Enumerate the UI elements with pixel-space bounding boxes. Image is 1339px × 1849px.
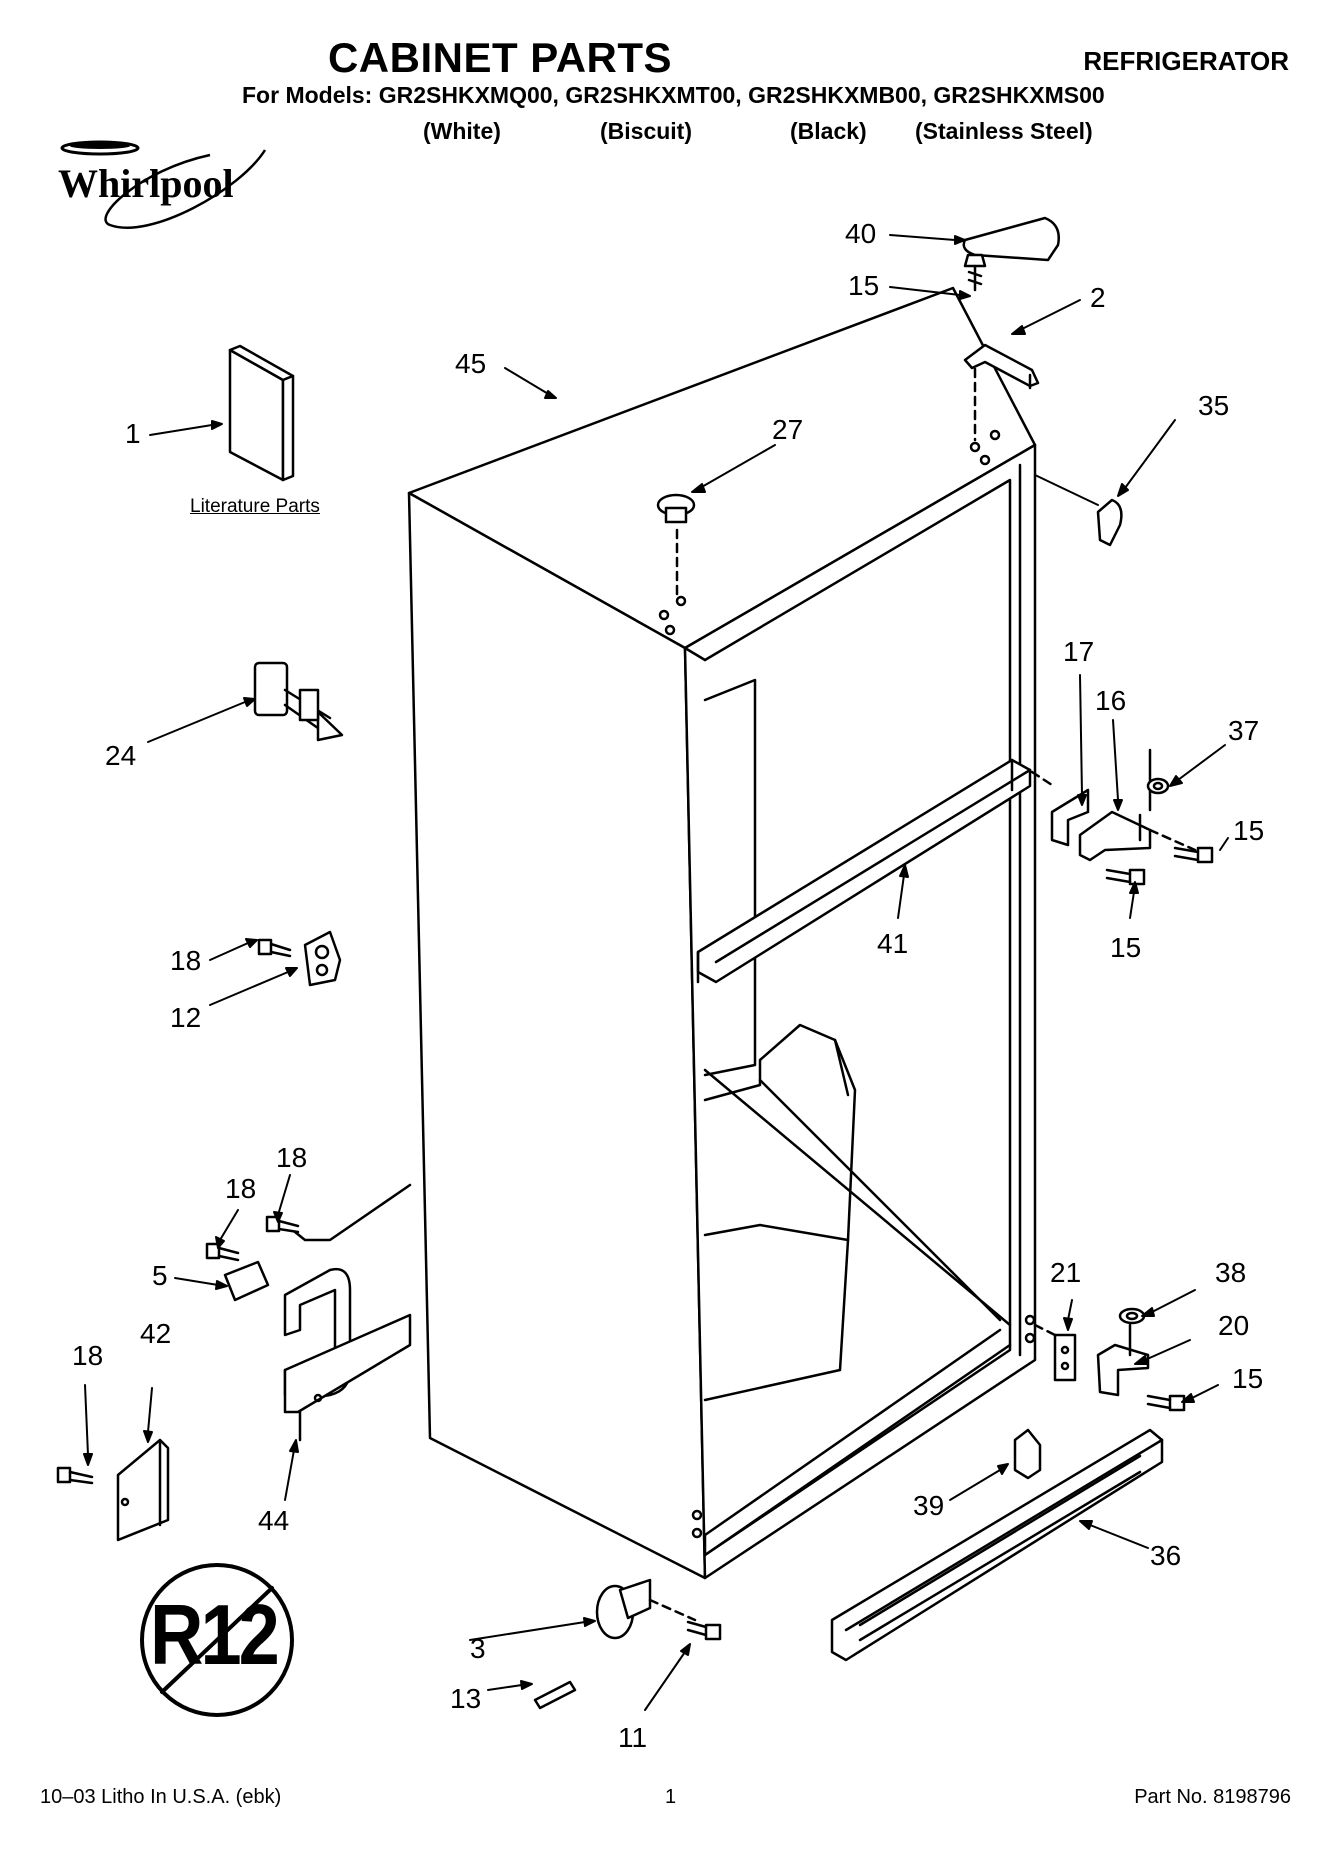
callout-18-d: 18 (72, 1340, 104, 1371)
callout-15-low: 15 (1232, 1363, 1264, 1394)
callout-15-mid-low: 15 (1110, 932, 1142, 963)
part-37-washer (1146, 777, 1170, 795)
part-18-screw-b (265, 1215, 300, 1234)
callout-35: 35 (1198, 390, 1230, 421)
part-39-clip (1013, 1428, 1042, 1480)
callout-27: 27 (772, 414, 804, 445)
part-13-pin (533, 1680, 577, 1710)
part-3-roller (595, 1578, 652, 1640)
callout-20: 20 (1218, 1310, 1250, 1341)
callout-36: 36 (1150, 1540, 1182, 1571)
footer-litho: 10–03 Litho In U.S.A. (ebk) (40, 1786, 282, 1808)
part-44-strip (283, 1313, 412, 1414)
callout-16: 16 (1095, 685, 1127, 716)
part-20-hinge (1096, 1323, 1150, 1397)
inner-liner (703, 1023, 1012, 1557)
callout-40: 40 (845, 218, 877, 249)
footer-part-number: Part No. 8198796 (1134, 1786, 1291, 1808)
part-38-washer (1118, 1307, 1146, 1325)
color-stainless: (Stainless Steel) (915, 118, 1093, 144)
part-5-bracket (223, 1260, 270, 1302)
brand-logo-text: Whirlpool (58, 161, 234, 206)
page-title: CABINET PARTS (327, 34, 673, 81)
literature-parts-label: Literature Parts (190, 496, 320, 517)
whirlpool-logo-icon (60, 140, 267, 229)
r12-badge-text: R12 (150, 1586, 280, 1683)
part-35-plug (1096, 498, 1123, 547)
part-21-shim (1053, 1333, 1077, 1382)
part-41-mullion (696, 758, 1032, 984)
callout-41: 41 (877, 928, 909, 959)
color-white: (White) (423, 118, 501, 144)
callout-18-c: 18 (225, 1173, 257, 1204)
part-24-pin (253, 661, 344, 742)
callout-21: 21 (1050, 1257, 1082, 1288)
part-36-grille (830, 1428, 1164, 1662)
model-list: For Models: GR2SHKXMQ00, GR2SHKXMT00, GR… (242, 82, 1105, 108)
callout-5: 5 (152, 1260, 168, 1291)
color-biscuit: (Biscuit) (600, 118, 692, 144)
callout-38: 38 (1215, 1257, 1247, 1288)
callout-39: 39 (913, 1490, 945, 1521)
part-17-shim (1050, 788, 1090, 847)
callout-leaders (83, 234, 1229, 1711)
part-15-screw-low (1146, 1394, 1186, 1412)
part-18-screw-d (56, 1466, 94, 1485)
part-1-literature (228, 344, 295, 482)
callout-17: 17 (1063, 636, 1095, 667)
callout-18-b: 18 (276, 1142, 308, 1173)
callout-13: 13 (450, 1683, 482, 1714)
callout-44: 44 (258, 1505, 290, 1536)
callout-42: 42 (140, 1318, 172, 1349)
part-27-button (656, 493, 696, 524)
callout-15-top: 15 (848, 270, 880, 301)
part-15-screw-mid1 (1173, 846, 1214, 864)
color-black: (Black) (790, 118, 867, 144)
callout-3: 3 (470, 1633, 486, 1664)
product-type: REFRIGERATOR (1083, 46, 1289, 76)
callout-15-mid-right: 15 (1233, 815, 1265, 846)
part-18-screw-a (257, 938, 292, 958)
callout-2: 2 (1090, 282, 1106, 313)
part-40-cover (962, 216, 1060, 262)
part-42-cover (116, 1438, 170, 1542)
part-11-screw (686, 1620, 722, 1641)
callout-11: 11 (618, 1722, 648, 1753)
callout-45: 45 (455, 348, 487, 379)
part-15-screw-top (963, 253, 987, 292)
callout-18-a: 18 (170, 945, 202, 976)
part-2-hinge (963, 343, 1040, 390)
callout-24: 24 (105, 740, 137, 771)
callout-1: 1 (125, 418, 141, 449)
footer-page-number: 1 (665, 1786, 677, 1808)
r12-prohibited-badge (140, 1563, 294, 1717)
part-12-bracket (303, 930, 342, 987)
cabinet-body (407, 286, 1037, 1580)
part-15-screw-mid2 (1105, 868, 1146, 886)
part-18-screw-c (205, 1242, 240, 1262)
callout-12: 12 (170, 1002, 202, 1033)
callout-37: 37 (1228, 715, 1260, 746)
part-16-hinge (1078, 748, 1152, 862)
